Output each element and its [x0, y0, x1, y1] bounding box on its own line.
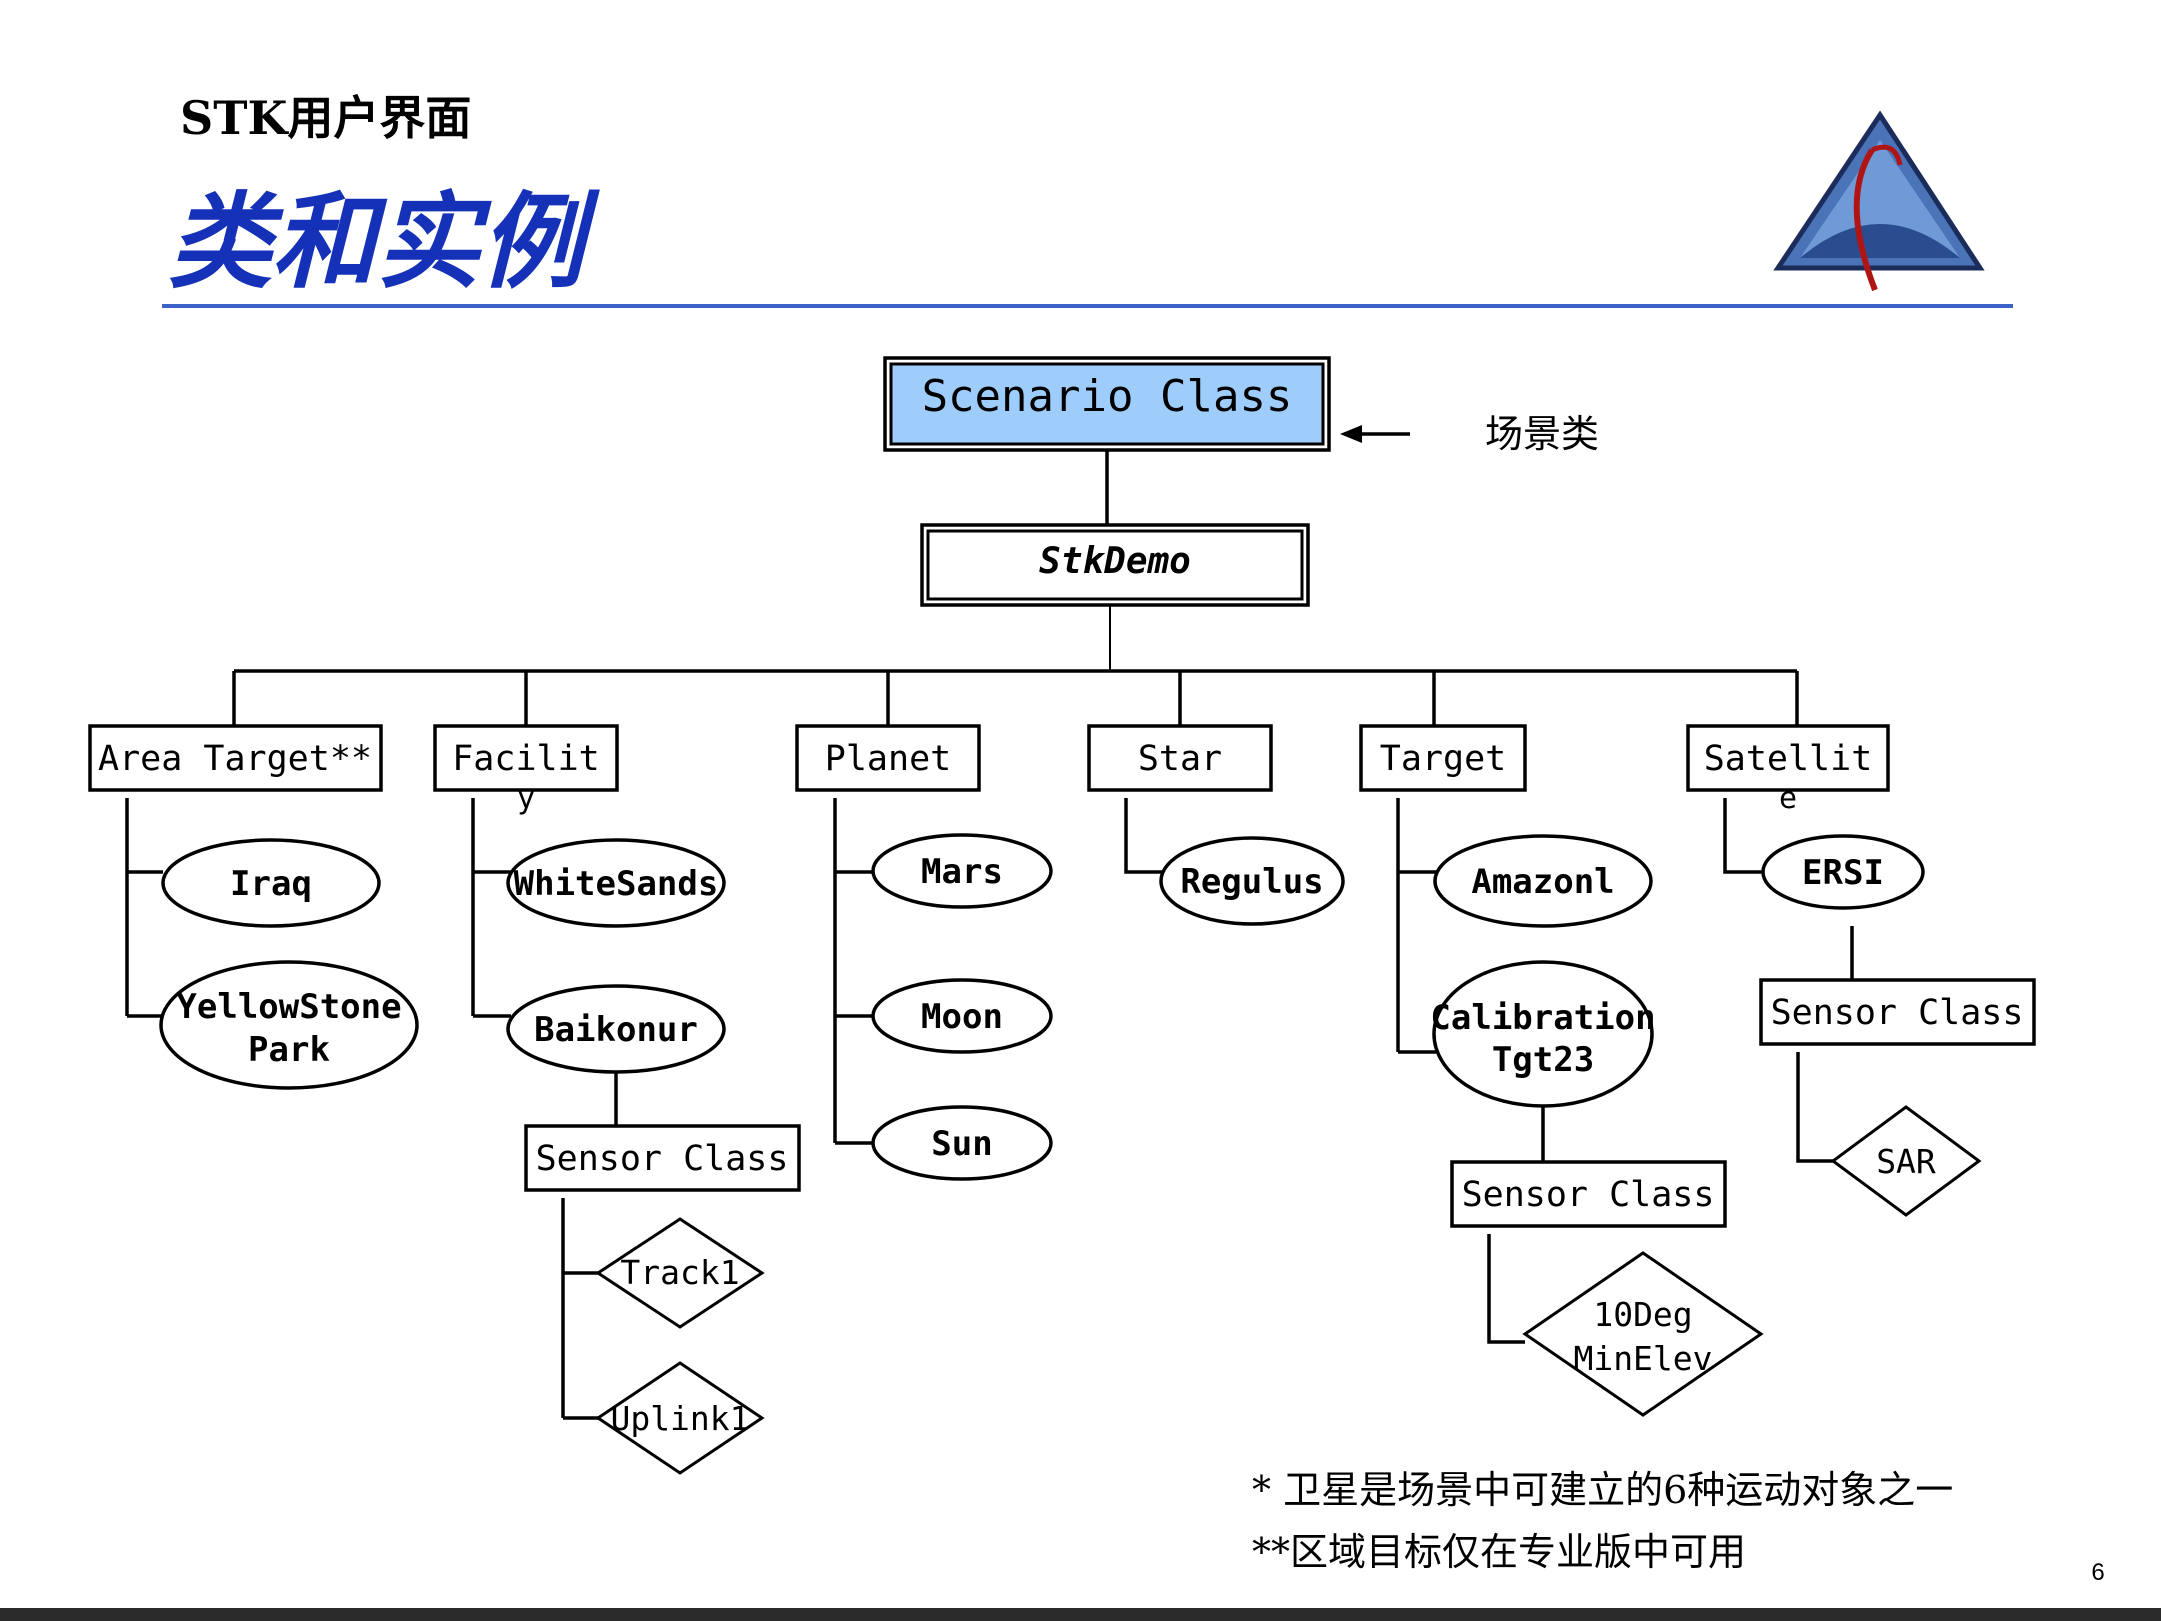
instance-label-amazonl: Amazonl [1471, 862, 1614, 902]
instance-label-ersi: ERSI [1802, 853, 1884, 893]
instance-label-mars: Mars [921, 852, 1003, 892]
class-label-facility: Facilit [452, 739, 600, 779]
connector-target-sensors [1489, 1234, 1525, 1342]
sensor-label-minelev: MinElev [1573, 1339, 1712, 1378]
annotation-arrowhead-icon [1340, 425, 1362, 443]
class-label-satellite-wrap: e [1779, 781, 1797, 816]
class-label-area-target: Area Target** [98, 739, 372, 779]
connector-satellite-instances [1725, 798, 1762, 872]
instance-label-baikonur: Baikonur [534, 1010, 698, 1050]
class-label-satellite: Satellit [1704, 739, 1873, 779]
AGI-triangle-logo-icon [1778, 115, 1980, 290]
instance-label-yellowstone-line1: YellowStone [176, 987, 401, 1027]
scenario-class-annotation: 场景类 [1485, 412, 1599, 456]
instance-label-regulus: Regulus [1180, 862, 1323, 902]
footnote-satellite: * 卫星是场景中可建立的6种运动对象之一 [1252, 1468, 1953, 1512]
slide-title: 类和实例 [168, 181, 600, 303]
class-label-target: Target [1380, 739, 1506, 779]
stkdemo-label: StkDemo [1039, 541, 1191, 582]
instance-label-yellowstone-line2: Park [248, 1030, 330, 1070]
bottom-bar [0, 1608, 2161, 1621]
sensor-label-track1: Track1 [620, 1253, 739, 1292]
scenario-class-label: Scenario Class [922, 371, 1293, 422]
sensor-label-facility: Sensor Class [536, 1139, 789, 1179]
slide-subtitle: STK用户界面 [180, 91, 471, 145]
connector-satellite-sensors [1798, 1052, 1835, 1161]
sensor-label-10deg: 10Deg [1593, 1295, 1692, 1334]
footnote-area-target: **区域目标仅在专业版中可用 [1252, 1530, 1746, 1574]
class-label-planet: Planet [825, 739, 951, 779]
sensor-label-target: Sensor Class [1462, 1175, 1715, 1215]
instance-label-calibration-line2: Tgt23 [1492, 1040, 1594, 1080]
connector-star-instances [1126, 798, 1163, 872]
sensor-label-sar: SAR [1876, 1142, 1936, 1181]
sensor-label-uplink1: Uplink1 [610, 1399, 749, 1438]
connector-facility-instances [473, 798, 511, 1016]
instance-label-moon: Moon [921, 997, 1003, 1037]
sensor-diamond-10degminelev [1525, 1253, 1761, 1415]
connector-planet-instances [835, 798, 872, 1143]
connector-facility-sensors [563, 1198, 608, 1418]
class-label-facility-wrap: y [517, 781, 535, 816]
instance-label-iraq: Iraq [230, 864, 312, 904]
page-number: 6 [2091, 1559, 2104, 1586]
connector-areatarget-instances [127, 798, 163, 1016]
instance-label-whitesands: WhiteSands [514, 864, 719, 904]
instance-label-calibration-line1: Calibration [1430, 998, 1655, 1038]
sensor-label-satellite: Sensor Class [1771, 993, 2024, 1033]
instance-label-sun: Sun [931, 1124, 992, 1164]
class-label-star: Star [1138, 739, 1222, 779]
